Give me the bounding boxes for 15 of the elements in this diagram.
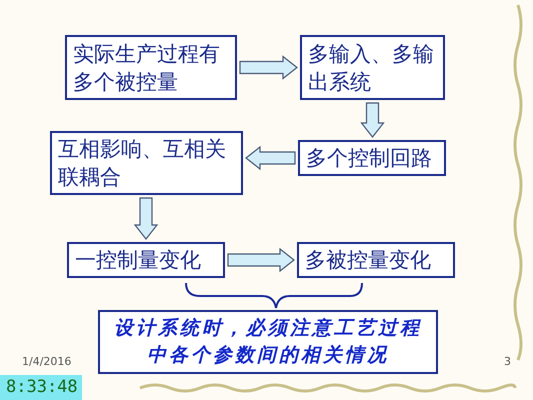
block-arrow bbox=[360, 102, 385, 138]
block-arrow bbox=[239, 55, 298, 80]
date-label: 1/4/2016 bbox=[22, 354, 72, 370]
process-box: 多被控量变化 bbox=[297, 242, 455, 278]
block-arrow bbox=[134, 197, 158, 240]
block-arrow bbox=[227, 248, 295, 272]
process-box: 实际生产过程有多个被控量 bbox=[65, 35, 237, 100]
clock-display: 8:33:48 bbox=[0, 375, 82, 400]
page-number: 3 bbox=[504, 354, 511, 370]
process-box: 互相影响、互相关联耦合 bbox=[50, 131, 243, 195]
block-arrow bbox=[245, 146, 296, 170]
process-box: 一控制量变化 bbox=[67, 242, 225, 278]
process-box: 多输入、多输出系统 bbox=[300, 35, 445, 100]
note-box: 设计系统时，必须注意工艺过程中各个参数间的相关情况 bbox=[98, 310, 438, 374]
process-box: 多个控制回路 bbox=[298, 140, 446, 176]
